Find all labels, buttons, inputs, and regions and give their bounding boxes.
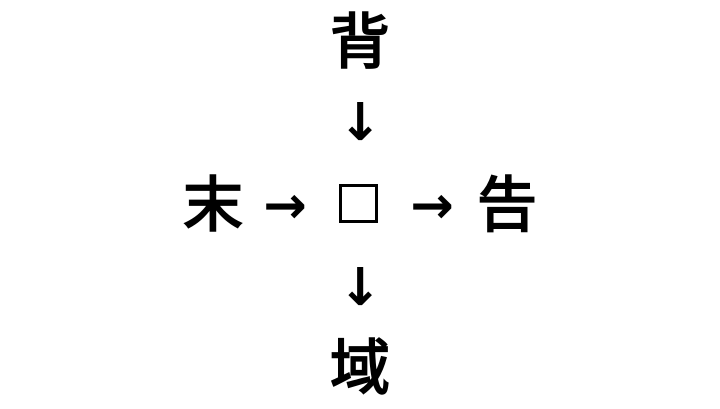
arrow-right-icon: →: [263, 176, 307, 236]
kanji-top: 背: [330, 8, 390, 78]
kanji-right: 告: [477, 171, 537, 241]
kanji-bottom: 域: [330, 334, 390, 404]
kanji-left: 末: [183, 171, 243, 241]
blank-answer-box: [339, 184, 378, 223]
arrow-down-icon: ↓: [338, 93, 382, 153]
arrow-down-icon: ↓: [338, 258, 382, 318]
arrow-right-icon: →: [410, 176, 454, 236]
